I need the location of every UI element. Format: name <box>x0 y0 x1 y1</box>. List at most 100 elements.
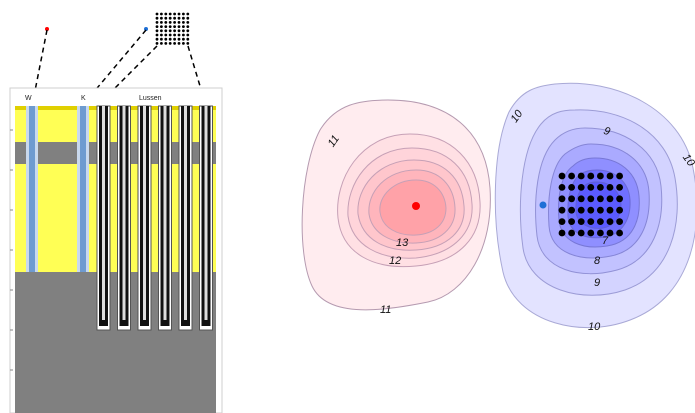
grid-icon-dot <box>168 16 172 20</box>
grid-icon-dot <box>182 42 185 45</box>
grid-icon-dot <box>186 37 190 41</box>
borehole-dot <box>577 172 585 180</box>
red-label-13: 13 <box>396 237 409 249</box>
borehole-dot <box>616 195 623 203</box>
grid-icon-dot <box>155 21 159 24</box>
borehole-dot <box>616 172 623 180</box>
borehole-dot <box>577 195 585 203</box>
loop-core <box>163 106 167 320</box>
grid-icon-dot <box>164 42 168 45</box>
grid-icon-dot <box>164 12 168 16</box>
borehole-dot <box>558 218 566 225</box>
grid-icon-dot <box>173 29 177 33</box>
loop-core <box>204 106 208 320</box>
grid-icon-dot <box>160 16 163 20</box>
grid-icon-dot <box>168 33 172 37</box>
grid-icon-dot <box>168 12 172 16</box>
blue-label-8: 8 <box>594 255 601 267</box>
depth-ticks <box>10 129 13 371</box>
borehole-dot <box>597 229 604 237</box>
grid-icon-dot <box>160 21 163 24</box>
blue-plume <box>494 82 695 329</box>
grid-icon-dot <box>168 25 172 28</box>
grid-icon-dot <box>173 16 177 20</box>
well-k-pipe <box>80 106 86 272</box>
well-w-pipe <box>29 106 35 272</box>
grid-icon-dot <box>182 16 185 20</box>
loop-core <box>143 106 146 320</box>
grid-icon-dot <box>164 16 168 20</box>
borehole-dot <box>587 218 595 225</box>
grid-icon-dot <box>155 16 159 20</box>
borehole-dot <box>568 206 575 214</box>
borehole-dot <box>568 229 575 237</box>
grid-icon-dot <box>186 29 190 33</box>
soil-layer-top <box>15 106 216 110</box>
grid-icon-dot <box>177 37 181 41</box>
borehole-loop <box>199 105 213 331</box>
blue-label-9-bottom: 9 <box>594 277 600 289</box>
grid-icon-dot <box>177 16 181 20</box>
loop-grid-icon <box>155 12 190 45</box>
borehole-dot <box>606 206 614 214</box>
grid-icon-dot <box>164 25 168 28</box>
grid-icon-dot <box>182 37 185 41</box>
grid-icon-dot <box>168 42 172 45</box>
grid-icon-dot <box>155 12 159 16</box>
borehole-dot <box>568 195 575 203</box>
grid-icon-dot <box>186 12 190 16</box>
red-label-12: 12 <box>389 255 401 267</box>
grid-icon-dot <box>155 42 159 45</box>
borehole-dot <box>577 229 585 237</box>
grid-icon-dot <box>186 33 190 37</box>
grid-icon-dot <box>164 21 168 24</box>
borehole-dot <box>597 195 604 203</box>
borehole-dot <box>587 195 595 203</box>
borehole-dot <box>568 184 575 191</box>
borehole-dot <box>616 184 623 191</box>
red-label-11-bottom: 11 <box>380 304 391 316</box>
grid-icon-dot <box>168 21 172 24</box>
borehole-dot <box>606 195 614 203</box>
borehole-dot <box>616 206 623 214</box>
red-plume <box>301 99 491 311</box>
borehole-loop <box>96 105 111 331</box>
grid-icon-dot <box>177 42 181 45</box>
grid-icon-dot <box>182 12 185 16</box>
loop-core <box>184 106 187 320</box>
borehole-dot <box>558 184 566 191</box>
borehole-dot <box>568 172 575 180</box>
grid-icon-dot <box>177 29 181 33</box>
grid-icon-dot <box>182 25 185 28</box>
grid-icon-dot <box>164 33 168 37</box>
grid-icon-dot <box>160 33 163 37</box>
borehole-dot <box>597 218 604 225</box>
borehole-dot <box>587 184 595 191</box>
grid-icon-dot <box>186 21 190 24</box>
contour-map: 11 13 12 11 10 9 10 8 9 10 7 <box>301 82 695 333</box>
borehole-dot <box>577 184 585 191</box>
red-well-point <box>412 202 420 210</box>
grid-icon-dot <box>164 29 168 33</box>
grid-icon-dot <box>155 29 159 33</box>
grid-icon-dot <box>173 12 177 16</box>
grid-icon-dot <box>168 37 172 41</box>
blue-label-7: 7 <box>602 235 609 247</box>
grid-icon-dot <box>177 25 181 28</box>
grid-icon-dot <box>186 42 190 45</box>
loop-core <box>122 106 126 320</box>
borehole-dot <box>606 229 614 237</box>
borehole-dot <box>606 172 614 180</box>
grid-icon-dot <box>173 42 177 45</box>
loop-core <box>102 106 105 320</box>
label-loops: Lussen <box>139 95 162 102</box>
borehole-dot <box>558 229 566 237</box>
borehole-dot <box>597 206 604 214</box>
leader-line-loops-right <box>187 45 207 107</box>
grid-icon-dot <box>155 25 159 28</box>
borehole-dot <box>587 229 595 237</box>
grid-icon-dot <box>173 25 177 28</box>
borehole-loop <box>178 105 193 331</box>
grid-icon-dot <box>160 12 163 16</box>
